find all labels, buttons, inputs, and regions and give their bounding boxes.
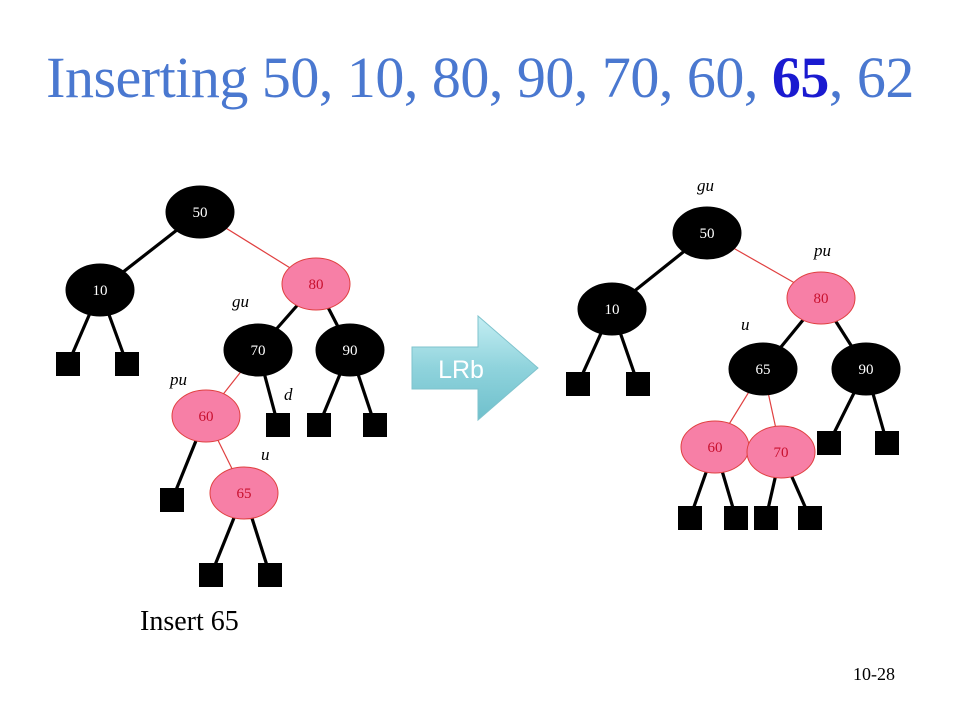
title-highlight: 65: [771, 45, 830, 110]
title-suffix: , 62: [828, 45, 915, 110]
after-node-label-70: 70: [774, 445, 789, 461]
before-node-circle-80: [281, 257, 351, 311]
before-node-circle-70: [223, 323, 293, 377]
after-node-label-10: 10: [605, 302, 620, 318]
before-nil-leaf-6: [199, 563, 223, 587]
before-node-circle-90: [315, 323, 385, 377]
before-node-70: 70: [223, 323, 293, 377]
before-pointer-label-u: u: [261, 445, 270, 464]
before-nil-leaf-3: [307, 413, 331, 437]
before-nil-leaf-2: [266, 413, 290, 437]
slide-title: Inserting 50, 10, 80, 90, 70, 60, 65, 62: [0, 44, 960, 111]
transform-arrow-shape: [411, 314, 539, 422]
before-nil-leaf-5: [160, 488, 184, 512]
before-node-50: 50: [165, 185, 235, 239]
before-nil-leaf-1: [115, 352, 139, 376]
after-node-80: 80: [786, 271, 856, 325]
before-nil-leaf-0: [56, 352, 80, 376]
before-node-90: 90: [315, 323, 385, 377]
before-node-10: 10: [65, 263, 135, 317]
page-number: 10-28: [853, 664, 895, 684]
after-nil-leaf-6: [754, 506, 778, 530]
transform-arrow-label: LRb: [438, 356, 484, 384]
after-node-90: 90: [831, 342, 901, 396]
before-node-circle-60: [171, 389, 241, 443]
after-node-circle-10: [577, 282, 647, 336]
before-node-label-10: 10: [93, 283, 108, 299]
after-node-circle-80: [786, 271, 856, 325]
after-pointer-label-pu: pu: [813, 241, 831, 260]
caption: Insert 65: [140, 606, 239, 637]
after-node-70: 70: [746, 425, 816, 479]
after-node-circle-50: [672, 206, 742, 260]
after-pointer-label-gu: gu: [697, 176, 714, 195]
after-node-circle-70: [746, 425, 816, 479]
before-pointer-label-gu: gu: [232, 292, 249, 311]
pointer-labels-layer: gu pu u d gu pu u: [169, 176, 831, 464]
before-nil-leaf-7: [258, 563, 282, 587]
after-node-label-80: 80: [814, 291, 829, 307]
after-node-label-90: 90: [859, 362, 874, 378]
after-pointer-label-u: u: [741, 315, 750, 334]
before-node-circle-65: [209, 466, 279, 520]
title-prefix: Inserting 50, 10, 80, 90, 70, 60,: [46, 45, 772, 110]
after-nil-leaf-0: [566, 372, 590, 396]
after-node-label-65: 65: [756, 362, 771, 378]
before-node-label-90: 90: [343, 343, 358, 359]
before-node-label-70: 70: [251, 343, 266, 359]
before-node-label-80: 80: [309, 277, 324, 293]
before-node-label-65: 65: [237, 486, 252, 502]
after-node-10: 10: [577, 282, 647, 336]
leaves-layer: [56, 352, 899, 587]
after-node-circle-90: [831, 342, 901, 396]
after-node-circle-65: [728, 342, 798, 396]
before-node-label-50: 50: [193, 205, 208, 221]
before-pointer-label-d: d: [284, 385, 293, 404]
before-node-80: 80: [281, 257, 351, 311]
after-nil-leaf-7: [798, 506, 822, 530]
after-node-60: 60: [680, 420, 750, 474]
after-nil-leaf-1: [626, 372, 650, 396]
after-nil-leaf-2: [817, 431, 841, 455]
after-node-label-60: 60: [708, 440, 723, 456]
after-node-50: 50: [672, 206, 742, 260]
nodes-layer: 50 10 80 70 90 60 65 50 10 80 65 90 60 70: [65, 185, 901, 520]
before-node-65: 65: [209, 466, 279, 520]
after-nil-leaf-4: [678, 506, 702, 530]
before-nil-leaf-4: [363, 413, 387, 437]
before-node-label-60: 60: [199, 409, 214, 425]
before-node-circle-10: [65, 263, 135, 317]
after-nil-leaf-5: [724, 506, 748, 530]
after-node-65: 65: [728, 342, 798, 396]
before-node-circle-50: [165, 185, 235, 239]
before-node-60: 60: [171, 389, 241, 443]
after-nil-leaf-3: [875, 431, 899, 455]
transform-arrow: LRb: [411, 314, 539, 422]
after-node-label-50: 50: [700, 226, 715, 242]
before-pointer-label-pu: pu: [169, 370, 187, 389]
